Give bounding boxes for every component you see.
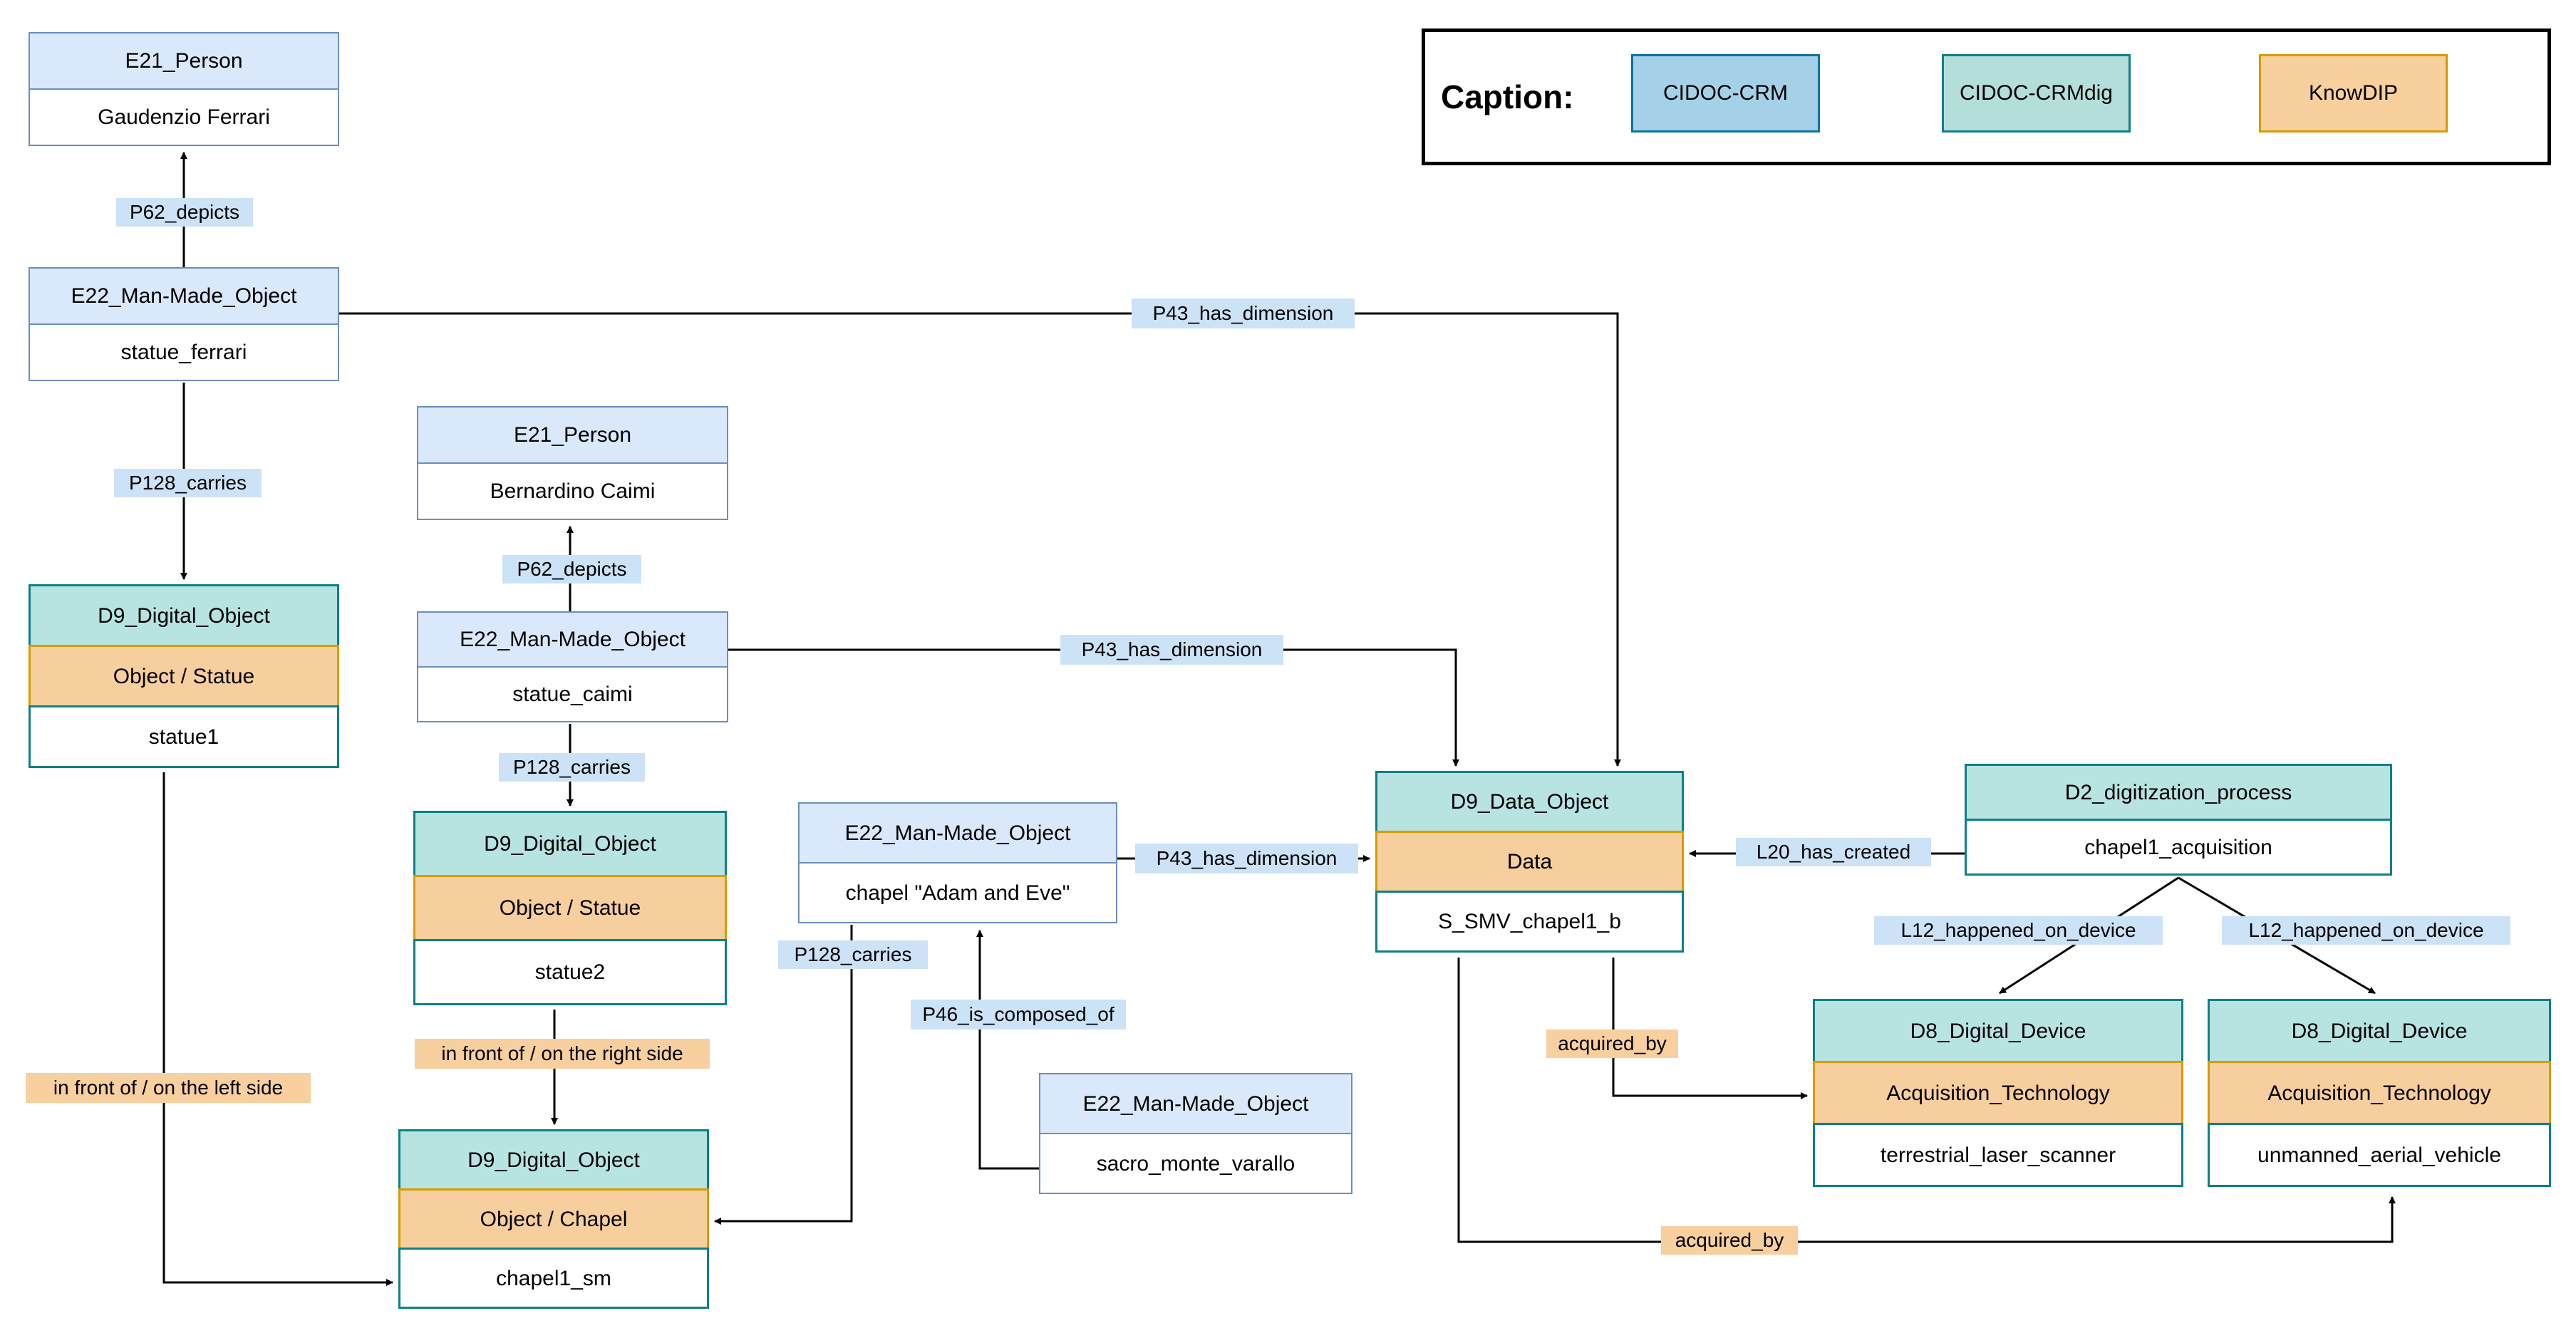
- device-laser-scanner-row-0: D8_Digital_Device: [1813, 999, 2183, 1063]
- digitization-process-row-1: chapel1_acquisition: [1965, 819, 2392, 876]
- digital-statue2-row-0: D9_Digital_Object: [413, 811, 727, 877]
- edge-p46-composed: [976, 930, 1039, 1170]
- person-ferrari-row-0: E21_Person: [29, 32, 339, 90]
- device-aerial-vehicle-row-0: D8_Digital_Device: [2208, 999, 2551, 1063]
- digital-statue1-row-2: statue1: [29, 705, 339, 768]
- digital-statue1-row-0: D9_Digital_Object: [29, 584, 339, 647]
- device-laser-scanner-row-1: Acquisition_Technology: [1813, 1061, 2183, 1125]
- person-caimi-row-1: Bernardino Caimi: [417, 462, 728, 520]
- device-aerial-vehicle-row-1: Acquisition_Technology: [2208, 1061, 2551, 1125]
- data-object-row-1: Data: [1375, 831, 1684, 893]
- digital-chapel1-sm-row-0: D9_Digital_Object: [398, 1129, 709, 1191]
- device-laser-scanner-row-2: terrestrial_laser_scanner: [1813, 1123, 2183, 1187]
- edge-label: in front of / on the left side: [26, 1073, 311, 1103]
- digital-chapel1-sm-row-2: chapel1_sm: [398, 1248, 709, 1309]
- edge-acquired-by-2: [1457, 958, 2396, 1243]
- device-aerial-vehicle-row-2: unmanned_aerial_vehicle: [2208, 1123, 2551, 1187]
- digital-statue2-row-1: Object / Statue: [413, 875, 727, 941]
- edge-label: acquired_by: [1661, 1226, 1798, 1255]
- caption-title: Caption:: [1441, 78, 1574, 115]
- edge-label: L20_has_created: [1736, 838, 1931, 866]
- digital-statue1-row-1: Object / Statue: [29, 645, 339, 707]
- legend-swatch-cidoc-crmdig: CIDOC-CRMdig: [1942, 54, 2131, 133]
- object-caimi-row-1: statue_caimi: [417, 666, 728, 722]
- edge-label: P46_is_composed_of: [911, 1000, 1126, 1030]
- digital-chapel1-sm-row-1: Object / Chapel: [398, 1188, 709, 1250]
- edge-label: L12_happened_on_device: [2222, 916, 2510, 945]
- edge-label: P43_has_dimension: [1060, 635, 1283, 665]
- edge-acquired-by-1: [1612, 958, 1808, 1099]
- person-ferrari-row-1: Gaudenzio Ferrari: [29, 88, 339, 146]
- edge-label: L12_happened_on_device: [1874, 916, 2163, 945]
- edge-in-front-left: [162, 772, 393, 1286]
- edge-label: P128_carries: [114, 469, 262, 497]
- person-caimi-row-0: E21_Person: [417, 406, 728, 464]
- edge-label: P43_has_dimension: [1135, 844, 1358, 873]
- digital-statue2-row-2: statue2: [413, 939, 727, 1005]
- edge-label: P43_has_dimension: [1132, 299, 1355, 328]
- edge-label: P62_depicts: [116, 198, 253, 227]
- digitization-process-row-0: D2_digitization_process: [1965, 764, 2392, 821]
- object-ferrari-row-1: statue_ferrari: [29, 323, 339, 381]
- edge-label: in front of / on the right side: [415, 1039, 710, 1069]
- sacro-monte-varallo-row-0: E22_Man-Made_Object: [1039, 1073, 1352, 1134]
- chapel-adam-eve-row-0: E22_Man-Made_Object: [798, 802, 1117, 864]
- chapel-adam-eve-row-1: chapel "Adam and Eve": [798, 862, 1117, 923]
- edge-label: P128_carries: [778, 940, 928, 969]
- edge-label: P62_depicts: [502, 555, 641, 584]
- data-object-row-0: D9_Data_Object: [1375, 771, 1684, 833]
- legend-swatch-cidoc-crm: CIDOC-CRM: [1631, 54, 1820, 133]
- data-object-row-2: S_SMV_chapel1_b: [1375, 891, 1684, 953]
- edge-p43-statue-ferrari: [339, 312, 1621, 767]
- edge-p43-statue-caimi: [728, 648, 1459, 767]
- legend-swatch-knowdip: KnowDIP: [2259, 54, 2448, 133]
- sacro-monte-varallo-row-1: sacro_monte_varallo: [1039, 1133, 1352, 1194]
- edge-label: P128_carries: [499, 753, 645, 782]
- edge-label: acquired_by: [1546, 1030, 1678, 1058]
- object-caimi-row-0: E22_Man-Made_Object: [417, 611, 728, 668]
- object-ferrari-row-0: E22_Man-Made_Object: [29, 267, 339, 325]
- edge-p128-carries-chapel: [714, 925, 853, 1225]
